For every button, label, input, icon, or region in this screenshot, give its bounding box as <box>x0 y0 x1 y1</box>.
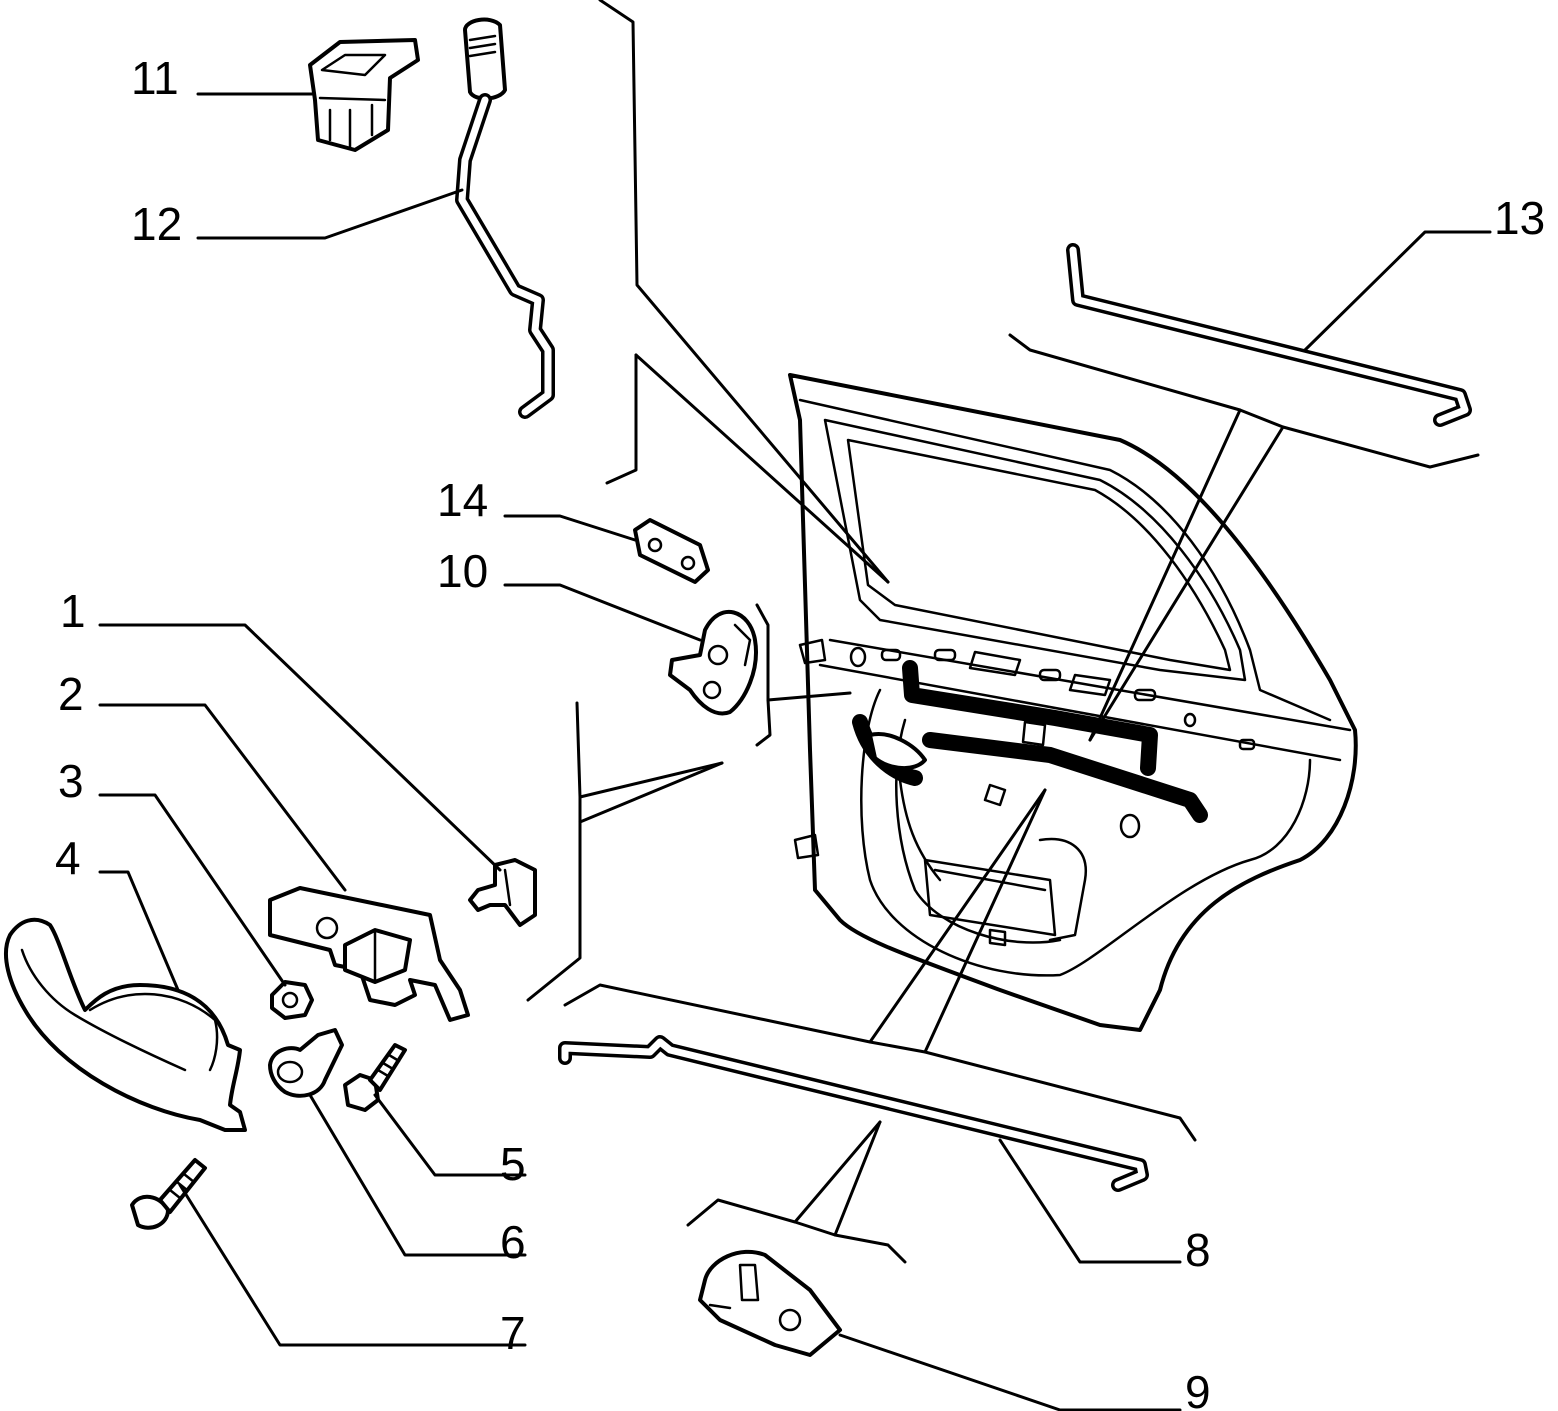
callout-7: 7 <box>500 1307 526 1359</box>
callout-8: 8 <box>1185 1224 1211 1276</box>
part-2-lock <box>268 886 470 1022</box>
leader-lines <box>98 0 1492 1411</box>
rod-8 <box>558 1035 1149 1192</box>
callout-5: 5 <box>500 1138 526 1190</box>
part-9-latch <box>698 1249 842 1357</box>
part-3-nut <box>270 980 314 1020</box>
callout-10: 10 <box>437 545 488 597</box>
part-5-screw <box>343 1043 407 1112</box>
callout-labels: 11 12 13 14 10 1 2 3 4 5 6 7 8 9 <box>55 52 1545 1411</box>
callout-3: 3 <box>58 755 84 807</box>
door-panel <box>788 373 1358 1032</box>
callout-14: 14 <box>437 474 488 526</box>
callout-4: 4 <box>55 832 81 884</box>
part-4-handle <box>3 917 247 1132</box>
callout-9: 9 <box>1185 1366 1211 1411</box>
cable-12 <box>455 17 555 419</box>
part-14-plate <box>633 518 710 584</box>
callout-11: 11 <box>131 52 179 104</box>
callout-12: 12 <box>131 198 182 250</box>
rod-13 <box>1066 243 1472 427</box>
part-10-striker <box>668 609 758 716</box>
part-1-clip <box>468 858 537 927</box>
callout-13: 13 <box>1494 192 1545 244</box>
callout-6: 6 <box>500 1216 526 1268</box>
part-11-connector <box>308 38 420 152</box>
callout-1: 1 <box>60 585 86 637</box>
part-7-bolt <box>130 1158 207 1230</box>
callout-2: 2 <box>58 668 84 720</box>
part-6-bush <box>268 1028 344 1098</box>
